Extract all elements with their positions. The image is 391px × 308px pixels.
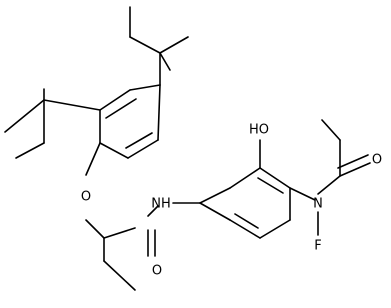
atom-labels: O NH O HO N O F [81, 123, 382, 279]
atom-label-o-carbonyl2: O [372, 153, 382, 168]
bond [85, 142, 101, 176]
bond [103, 227, 136, 239]
bond [257, 177, 284, 194]
bond [129, 84, 161, 91]
bond [103, 260, 136, 291]
bond [339, 162, 371, 177]
atom-label-o-carbonyl1: O [152, 264, 162, 279]
bond [317, 175, 341, 195]
bond [99, 142, 129, 159]
bond [127, 139, 159, 159]
bond [229, 219, 261, 239]
atom-label-oh-phenol: HO [249, 123, 269, 138]
bond [199, 187, 231, 204]
atom-label-n-amide2: N [313, 197, 323, 212]
bond [199, 202, 231, 221]
bond [289, 187, 316, 201]
bond [259, 167, 291, 189]
bond [229, 167, 261, 189]
bond [85, 219, 105, 239]
bond [105, 98, 137, 119]
bond [43, 99, 101, 111]
atom-label-f: F [314, 239, 321, 254]
bond [99, 89, 131, 111]
bond [337, 154, 369, 169]
bond-lines [4, 6, 371, 291]
bond [15, 142, 45, 159]
bond [259, 219, 291, 239]
bond [234, 213, 259, 229]
bond [147, 205, 159, 217]
bond [321, 119, 341, 141]
atom-label-nh-amide: NH [151, 197, 171, 212]
bond [157, 84, 161, 141]
bond [159, 52, 171, 71]
atom-label-o-ether: O [81, 190, 91, 205]
bond [4, 99, 45, 133]
bond [125, 132, 153, 149]
bond [129, 36, 161, 54]
bond [159, 36, 189, 54]
